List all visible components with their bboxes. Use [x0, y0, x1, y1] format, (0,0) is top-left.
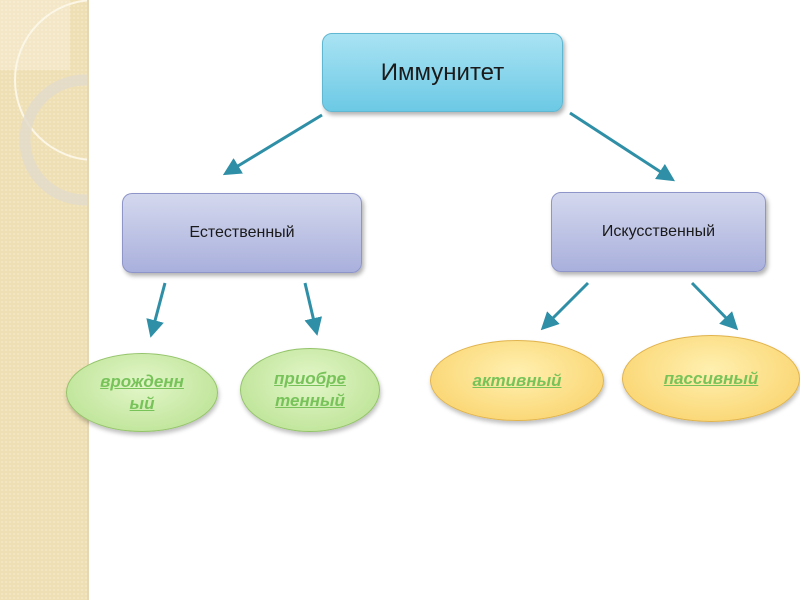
leaf-active[interactable]: активный	[430, 340, 604, 421]
arrow-natural-to-innate	[146, 282, 167, 338]
node-natural: Естественный	[122, 193, 362, 273]
leaf-passive[interactable]: пассивный	[622, 335, 800, 422]
arrow-artificial-to-passive	[690, 281, 739, 331]
leaf-acquired[interactable]: приобретенный	[240, 348, 380, 432]
arrow-natural-to-acquired	[303, 282, 323, 336]
node-artificial-label: Искусственный	[601, 223, 716, 240]
link-active[interactable]: активный	[472, 370, 562, 390]
node-natural-label: Естественный	[189, 224, 295, 241]
link-acquired[interactable]: приобретенный	[274, 369, 346, 410]
node-artificial: Искусственный	[551, 192, 766, 272]
arrow-artificial-to-active	[540, 281, 590, 331]
leaf-innate[interactable]: врожденный	[66, 353, 218, 432]
link-passive[interactable]: пассивный	[663, 368, 759, 388]
decorative-circles-icon	[0, 0, 87, 206]
root-node-immunity: Иммунитет	[322, 33, 563, 112]
decorative-sidebar	[0, 0, 89, 600]
arrow-root-to-artificial	[569, 111, 676, 182]
link-innate[interactable]: врожденный	[100, 371, 184, 413]
arrow-root-to-natural	[222, 113, 323, 176]
root-label: Иммунитет	[380, 58, 505, 86]
